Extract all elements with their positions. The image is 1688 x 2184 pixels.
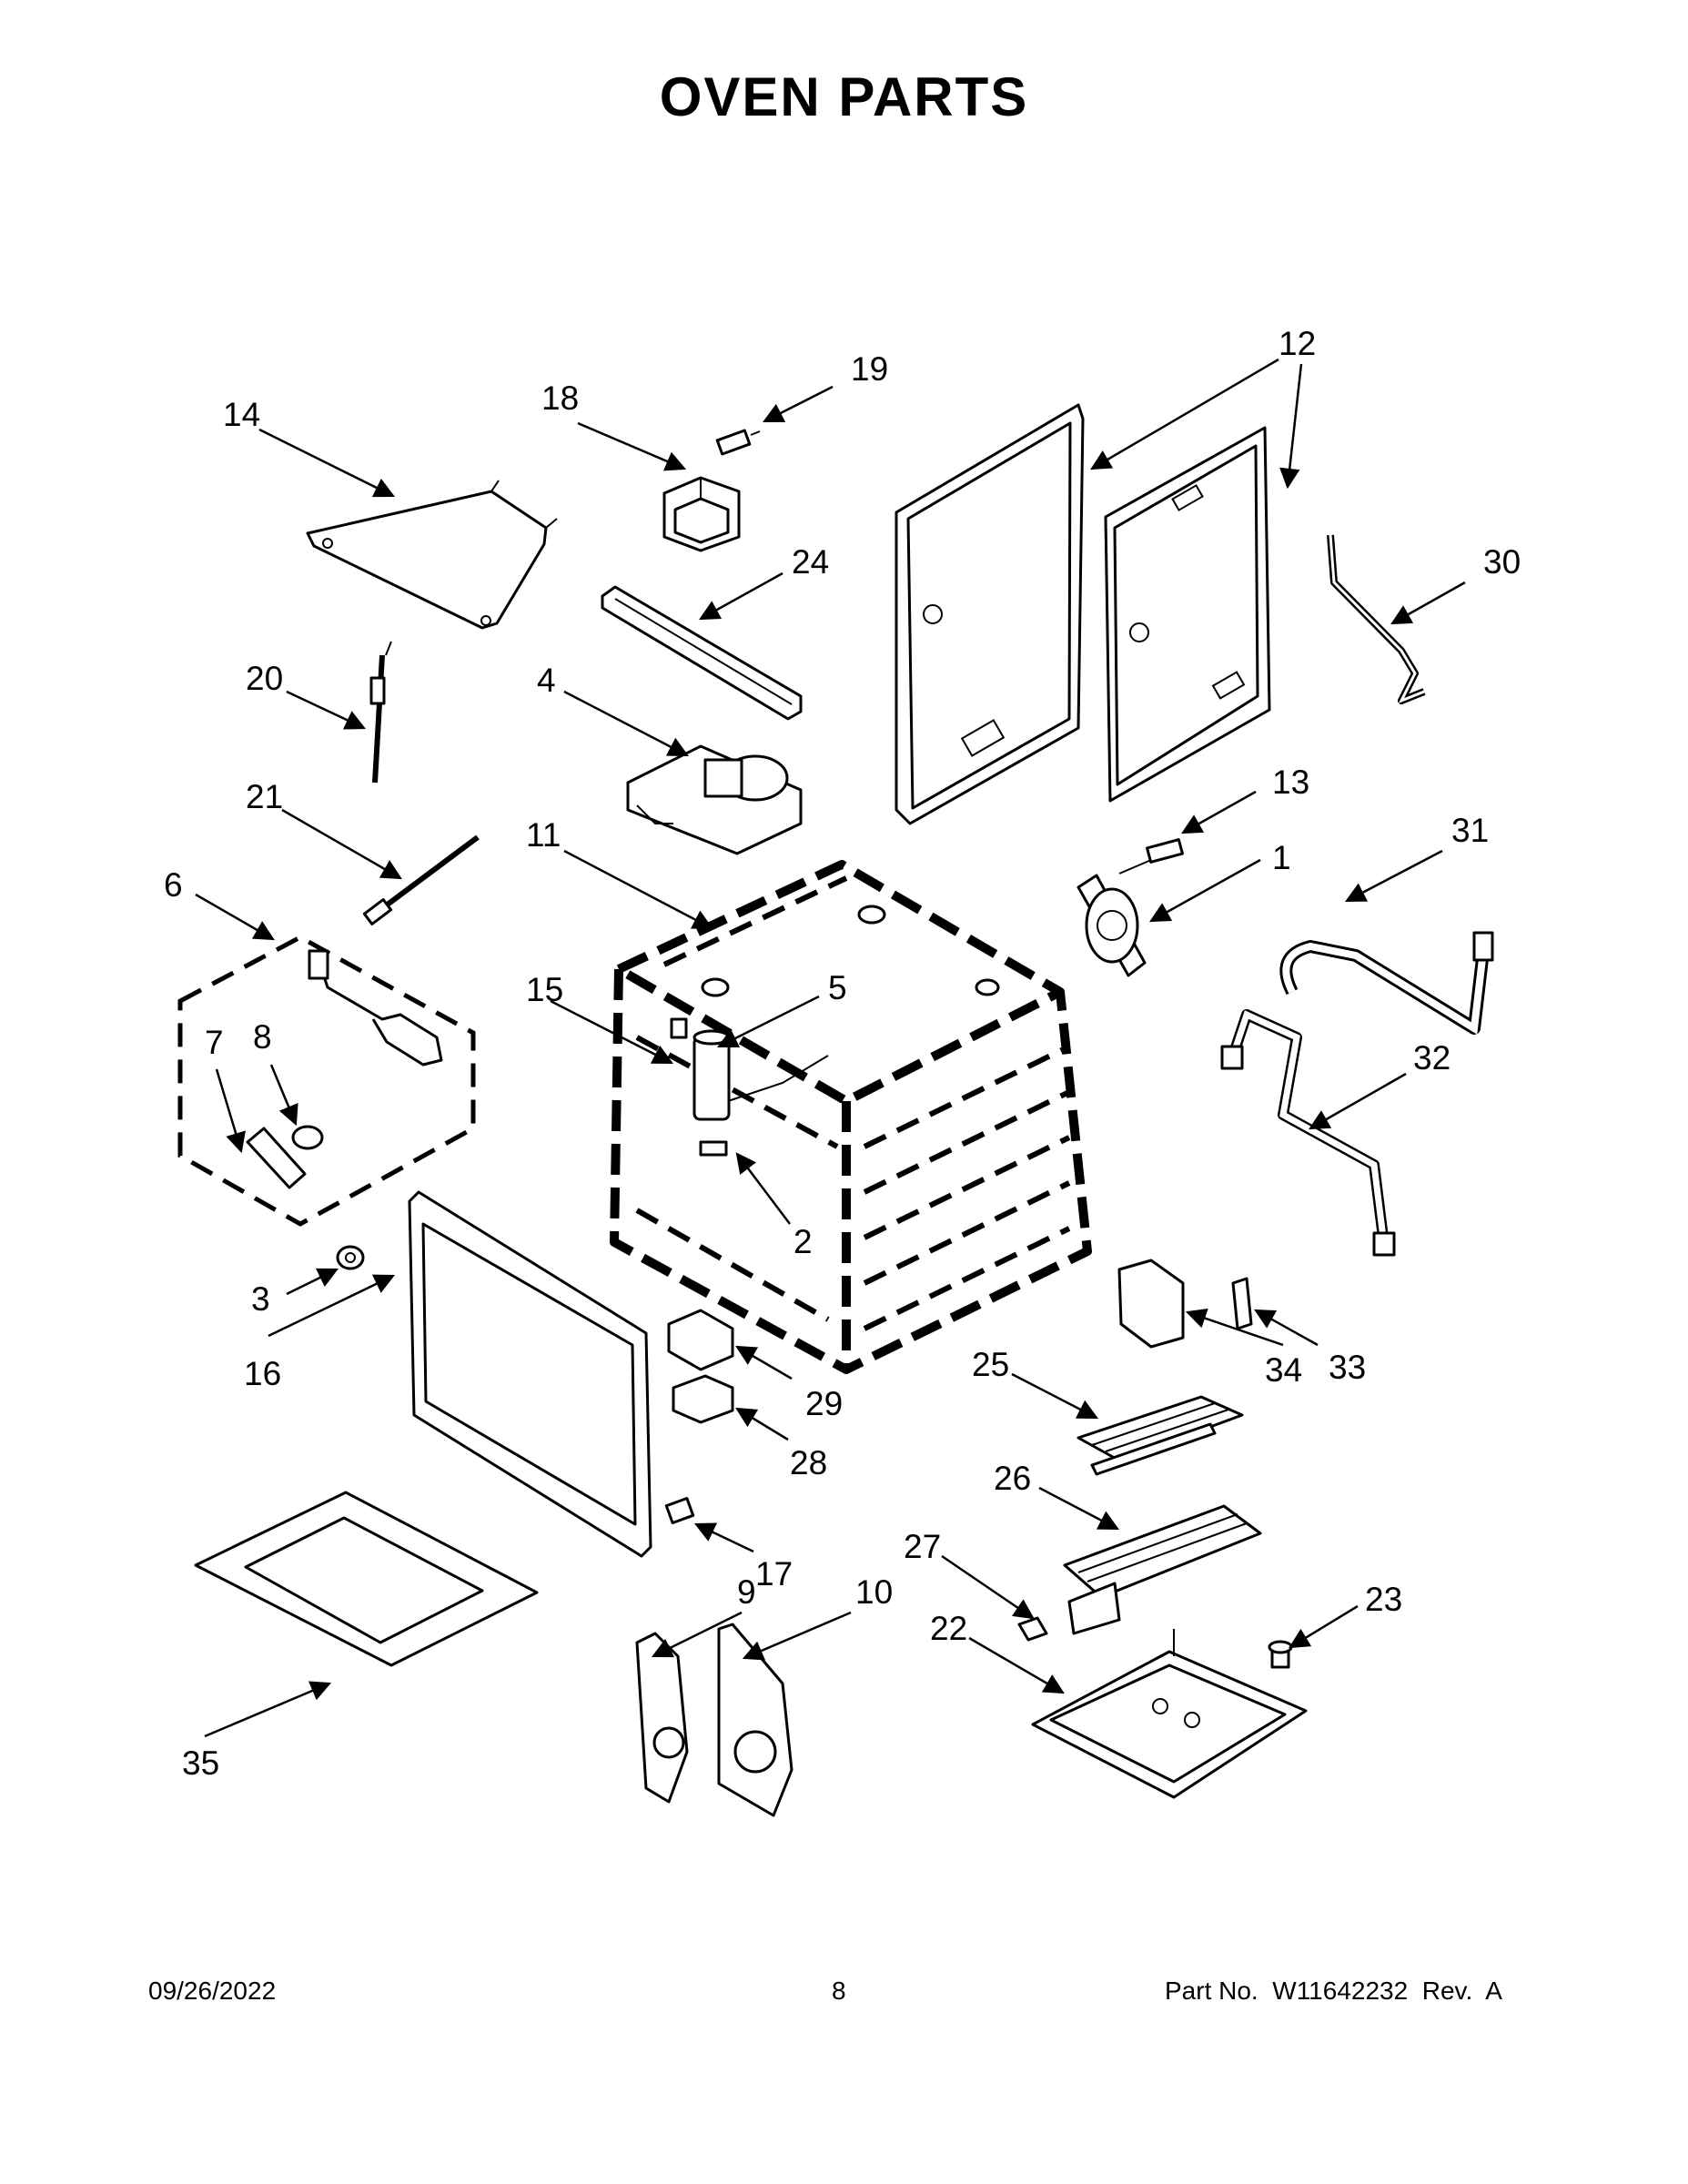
part-31-gas-tube bbox=[1279, 931, 1494, 1035]
footer-date: 09/26/2022 bbox=[148, 1977, 277, 2005]
part-20-electrode bbox=[369, 641, 392, 784]
callout-24: 24 bbox=[792, 543, 829, 581]
part-13-screw bbox=[1118, 838, 1184, 875]
part-24-rail bbox=[601, 585, 803, 721]
callout-23: 23 bbox=[1365, 1581, 1402, 1618]
callout-3: 3 bbox=[251, 1280, 270, 1318]
part-3-bumper bbox=[336, 1245, 365, 1270]
footer-part-number: Part No. W11642232 Rev. A bbox=[1165, 1977, 1502, 2005]
part-28-block bbox=[672, 1374, 734, 1424]
callout-18: 18 bbox=[541, 379, 579, 417]
part-15-screw bbox=[670, 1017, 688, 1039]
callout-27: 27 bbox=[904, 1528, 941, 1565]
part-5-light-socket bbox=[692, 1029, 829, 1121]
part-34-plate bbox=[1117, 1259, 1185, 1349]
leader-lines bbox=[195, 358, 1466, 1738]
part-35-door-panel bbox=[194, 1491, 539, 1667]
callout-35: 35 bbox=[182, 1744, 219, 1782]
callout-21: 21 bbox=[246, 778, 283, 815]
part-16-door-frame bbox=[408, 1190, 652, 1558]
callout-11: 11 bbox=[526, 816, 561, 854]
callout-5: 5 bbox=[828, 969, 847, 1006]
part-29-bracket bbox=[667, 1309, 734, 1371]
part-4-latch-assembly bbox=[626, 744, 803, 855]
callout-8: 8 bbox=[253, 1018, 272, 1056]
part-17-screw bbox=[664, 1496, 695, 1525]
part-1-thermostat bbox=[1076, 874, 1147, 977]
part-9-hinge bbox=[635, 1632, 689, 1804]
footer-page-number: 8 bbox=[832, 1977, 846, 2005]
callout-12: 12 bbox=[1279, 325, 1316, 362]
callout-1: 1 bbox=[1272, 839, 1291, 876]
part-22-burner-pan bbox=[1031, 1629, 1308, 1799]
callout-2: 2 bbox=[793, 1223, 813, 1260]
callout-16: 16 bbox=[244, 1355, 281, 1392]
page-title: OVEN PARTS bbox=[659, 66, 1029, 127]
part-12-rear-panels bbox=[895, 403, 1271, 825]
callout-26: 26 bbox=[994, 1460, 1031, 1497]
callout-17: 17 bbox=[755, 1555, 793, 1592]
callout-33: 33 bbox=[1329, 1349, 1366, 1386]
callout-13: 13 bbox=[1272, 763, 1309, 801]
part-6-lamp-assembly-group bbox=[177, 935, 476, 1227]
callout-29: 29 bbox=[805, 1385, 843, 1422]
callout-32: 32 bbox=[1413, 1039, 1450, 1077]
callout-28: 28 bbox=[790, 1444, 827, 1481]
part-32-gas-tube bbox=[1220, 1009, 1396, 1257]
callout-31: 31 bbox=[1451, 812, 1489, 849]
part-25-burner bbox=[1076, 1395, 1244, 1476]
callout-14: 14 bbox=[223, 396, 260, 433]
part-19-screw bbox=[715, 429, 761, 456]
part-26-burner bbox=[1063, 1504, 1262, 1635]
part-14-bracket-plate bbox=[306, 480, 558, 630]
callout-20: 20 bbox=[246, 660, 283, 697]
callout-15: 15 bbox=[526, 971, 563, 1008]
callout-9: 9 bbox=[737, 1573, 756, 1611]
callout-7: 7 bbox=[205, 1024, 224, 1061]
part-18-mounting-bracket bbox=[662, 476, 741, 552]
callout-22: 22 bbox=[930, 1610, 967, 1647]
callout-34: 34 bbox=[1265, 1351, 1302, 1389]
part-23-screw bbox=[1268, 1640, 1293, 1669]
part-11-oven-cavity bbox=[610, 860, 1092, 1374]
callout-30: 30 bbox=[1483, 543, 1521, 581]
part-33-clip bbox=[1231, 1277, 1253, 1330]
part-10-hinge bbox=[717, 1623, 793, 1817]
part-27-clip bbox=[1017, 1616, 1048, 1642]
part-2-switch bbox=[699, 1140, 728, 1157]
part-30-gas-tube bbox=[1327, 534, 1426, 704]
callout-6: 6 bbox=[164, 866, 183, 904]
callout-25: 25 bbox=[972, 1346, 1009, 1383]
callout-labels: 1 2 3 4 5 6 7 8 9 10 11 12 13 14 15 16 1… bbox=[164, 325, 1521, 1782]
callout-4: 4 bbox=[537, 662, 556, 699]
callout-10: 10 bbox=[855, 1573, 893, 1611]
part-21-sensor-rod bbox=[362, 834, 480, 925]
callout-19: 19 bbox=[851, 350, 888, 388]
